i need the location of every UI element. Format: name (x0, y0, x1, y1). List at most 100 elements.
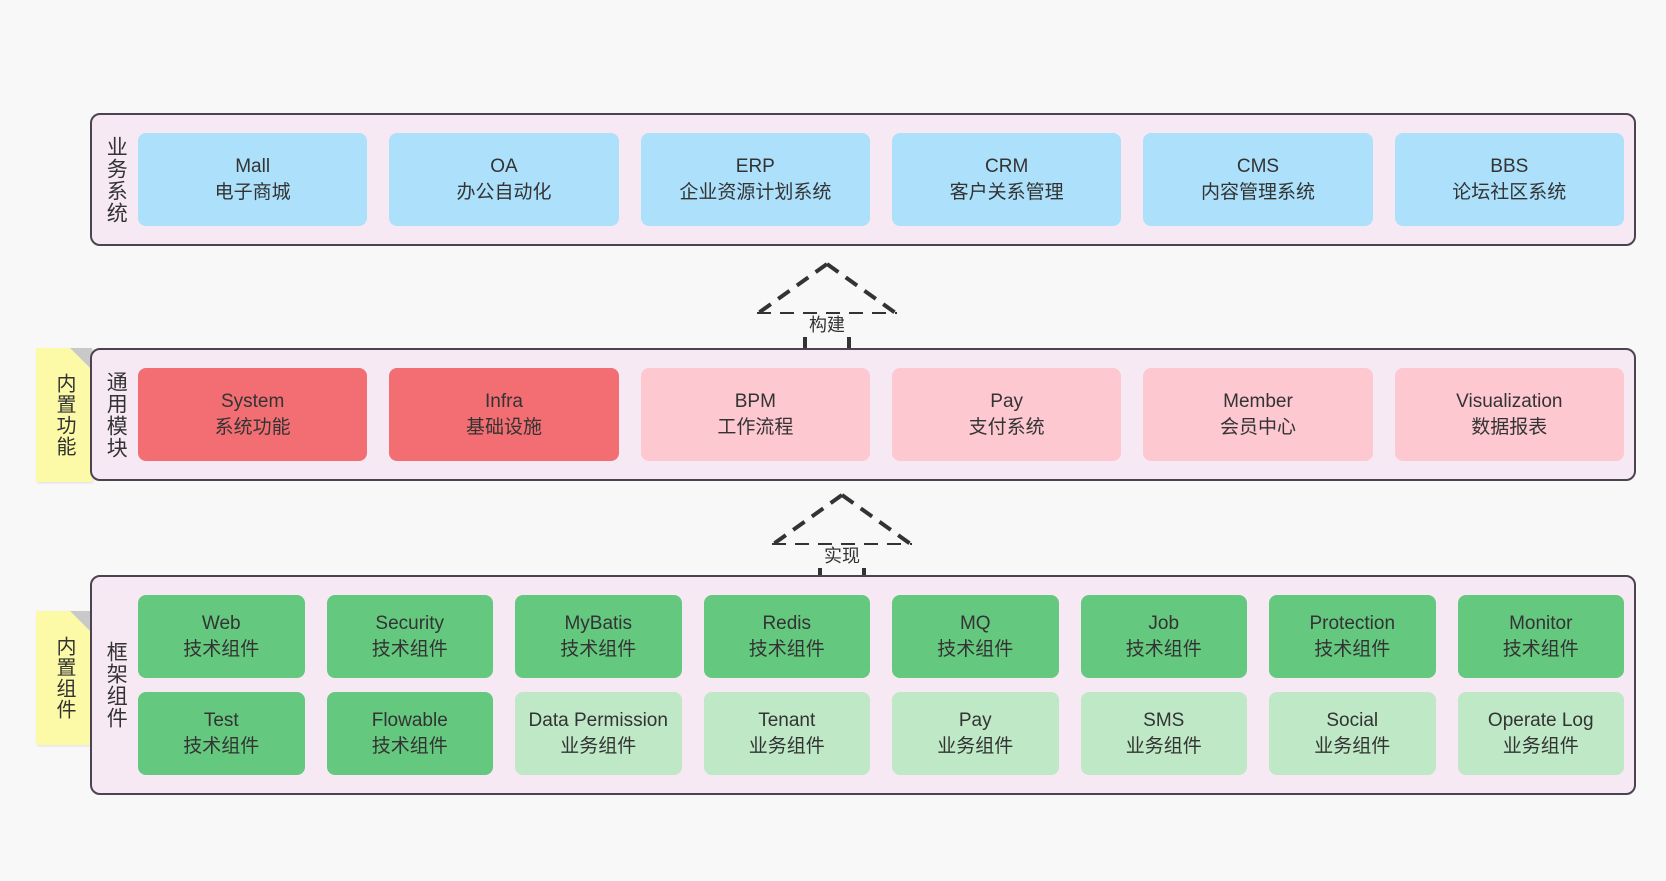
generalization-arrow-icon (770, 493, 914, 583)
card-subtitle: 技术组件 (748, 638, 825, 660)
card-subtitle: 技术组件 (371, 638, 448, 660)
card-member[interactable]: Member 会员中心 (1143, 368, 1373, 461)
card-test[interactable]: Test 技术组件 (138, 692, 305, 775)
connector-label-build: 构建 (737, 314, 917, 336)
card-title: ERP (735, 156, 775, 178)
card-title: CRM (985, 156, 1029, 178)
card-web[interactable]: Web 技术组件 (138, 595, 305, 678)
cell-row: System 系统功能 Infra 基础设施 BPM 工作流程 Pay 支付系统… (138, 368, 1624, 461)
sticky-note-builtin-functions: 内置功能 (36, 348, 92, 482)
cells-framework-components: Web 技术组件 Security 技术组件 MyBatis 技术组件 Redi… (138, 577, 1634, 793)
card-subtitle: 技术组件 (560, 638, 637, 660)
card-title: Social (1326, 710, 1379, 732)
card-operate-log[interactable]: Operate Log 业务组件 (1457, 692, 1624, 775)
card-subtitle: 业务组件 (1314, 735, 1391, 757)
card-title: Pay (958, 710, 992, 732)
card-subtitle: 基础设施 (465, 416, 542, 438)
card-data-permission[interactable]: Data Permission 业务组件 (515, 692, 682, 775)
card-cms[interactable]: CMS 内容管理系统 (1143, 133, 1373, 226)
card-subtitle: 业务组件 (748, 735, 825, 757)
card-subtitle: 支付系统 (968, 416, 1045, 438)
card-subtitle: 业务组件 (560, 735, 637, 757)
card-pay-module[interactable]: Pay 支付系统 (891, 368, 1122, 461)
card-sms[interactable]: SMS 业务组件 (1080, 692, 1247, 775)
card-subtitle: 数据报表 (1471, 416, 1548, 438)
cell-row: Mall 电子商城 OA 办公自动化 ERP 企业资源计划系统 CRM 客户关系… (138, 133, 1624, 226)
card-bpm[interactable]: BPM 工作流程 (640, 368, 870, 461)
layer-title-common-modules: 通用模块 (104, 370, 128, 459)
card-title: Pay (990, 391, 1024, 413)
card-subtitle: 论坛社区系统 (1452, 181, 1567, 203)
card-title: Protection (1309, 613, 1396, 635)
card-subtitle: 会员中心 (1219, 416, 1296, 438)
card-title: Job (1148, 613, 1180, 635)
card-title: SMS (1143, 710, 1185, 732)
card-subtitle: 办公自动化 (456, 181, 552, 203)
card-title: Tenant (758, 710, 816, 732)
card-title: Monitor (1509, 613, 1573, 635)
card-title: CMS (1236, 156, 1280, 178)
card-bbs[interactable]: BBS 论坛社区系统 (1394, 133, 1624, 226)
card-subtitle: 技术组件 (1125, 638, 1202, 660)
card-title: Member (1223, 391, 1293, 413)
card-subtitle: 客户关系管理 (949, 181, 1064, 203)
card-subtitle: 业务组件 (937, 735, 1014, 757)
layer-title-business-systems: 业务系统 (104, 135, 128, 224)
cell-row: Test 技术组件 Flowable 技术组件 Data Permission … (138, 692, 1624, 775)
layer-title-framework-components: 框架组件 (104, 641, 128, 729)
card-title: MyBatis (564, 613, 633, 635)
card-title: Operate Log (1487, 710, 1594, 732)
card-subtitle: 企业资源计划系统 (679, 181, 832, 203)
card-subtitle: 技术组件 (937, 638, 1014, 660)
card-flowable[interactable]: Flowable 技术组件 (326, 692, 493, 775)
sticky-note-label: 内置功能 (53, 373, 75, 457)
card-subtitle: 技术组件 (1314, 638, 1391, 660)
card-system[interactable]: System 系统功能 (138, 368, 368, 461)
card-title: Test (203, 710, 239, 732)
card-title: Mall (235, 156, 271, 178)
connector-label-implement: 实现 (752, 545, 932, 567)
card-title: System (220, 391, 285, 413)
card-title: Redis (762, 613, 812, 635)
layer-business-systems: 业务系统 Mall 电子商城 OA 办公自动化 ERP 企业资源计划系统 CRM… (90, 113, 1636, 246)
card-erp[interactable]: ERP 企业资源计划系统 (640, 133, 870, 226)
fold-corner-icon (70, 348, 92, 370)
card-subtitle: 系统功能 (214, 416, 291, 438)
connector-build: 构建 (737, 256, 917, 352)
sticky-note-builtin-components: 内置组件 (36, 611, 92, 745)
cells-business-systems: Mall 电子商城 OA 办公自动化 ERP 企业资源计划系统 CRM 客户关系… (138, 115, 1634, 244)
card-job[interactable]: Job 技术组件 (1080, 595, 1247, 678)
card-crm[interactable]: CRM 客户关系管理 (891, 133, 1122, 226)
card-title: Flowable (371, 710, 448, 732)
card-title: Security (375, 613, 445, 635)
card-title: Web (201, 613, 241, 635)
sticky-note-label: 内置组件 (53, 636, 75, 720)
card-visualization[interactable]: Visualization 数据报表 (1394, 368, 1624, 461)
layer-framework-components: 框架组件 Web 技术组件 Security 技术组件 MyBatis 技术组件… (90, 575, 1636, 795)
card-oa[interactable]: OA 办公自动化 (389, 133, 619, 226)
card-title: BPM (734, 391, 776, 413)
card-mybatis[interactable]: MyBatis 技术组件 (515, 595, 682, 678)
card-infra[interactable]: Infra 基础设施 (389, 368, 619, 461)
card-subtitle: 业务组件 (1502, 735, 1579, 757)
connector-implement: 实现 (752, 487, 932, 583)
card-pay-component[interactable]: Pay 业务组件 (892, 692, 1059, 775)
card-monitor[interactable]: Monitor 技术组件 (1457, 595, 1624, 678)
card-social[interactable]: Social 业务组件 (1269, 692, 1436, 775)
generalization-arrow-icon (755, 262, 899, 352)
card-tenant[interactable]: Tenant 业务组件 (703, 692, 870, 775)
card-mall[interactable]: Mall 电子商城 (138, 133, 368, 226)
fold-corner-icon (70, 611, 92, 633)
card-redis[interactable]: Redis 技术组件 (703, 595, 870, 678)
card-mq[interactable]: MQ 技术组件 (892, 595, 1059, 678)
cells-common-modules: System 系统功能 Infra 基础设施 BPM 工作流程 Pay 支付系统… (138, 350, 1634, 479)
cell-row: Web 技术组件 Security 技术组件 MyBatis 技术组件 Redi… (138, 595, 1624, 678)
card-title: Data Permission (528, 710, 668, 732)
card-title: Visualization (1456, 391, 1563, 413)
card-subtitle: 技术组件 (183, 638, 260, 660)
card-security[interactable]: Security 技术组件 (326, 595, 493, 678)
card-subtitle: 技术组件 (1502, 638, 1579, 660)
layer-common-modules: 通用模块 System 系统功能 Infra 基础设施 BPM 工作流程 Pay… (90, 348, 1636, 481)
card-protection[interactable]: Protection 技术组件 (1269, 595, 1436, 678)
